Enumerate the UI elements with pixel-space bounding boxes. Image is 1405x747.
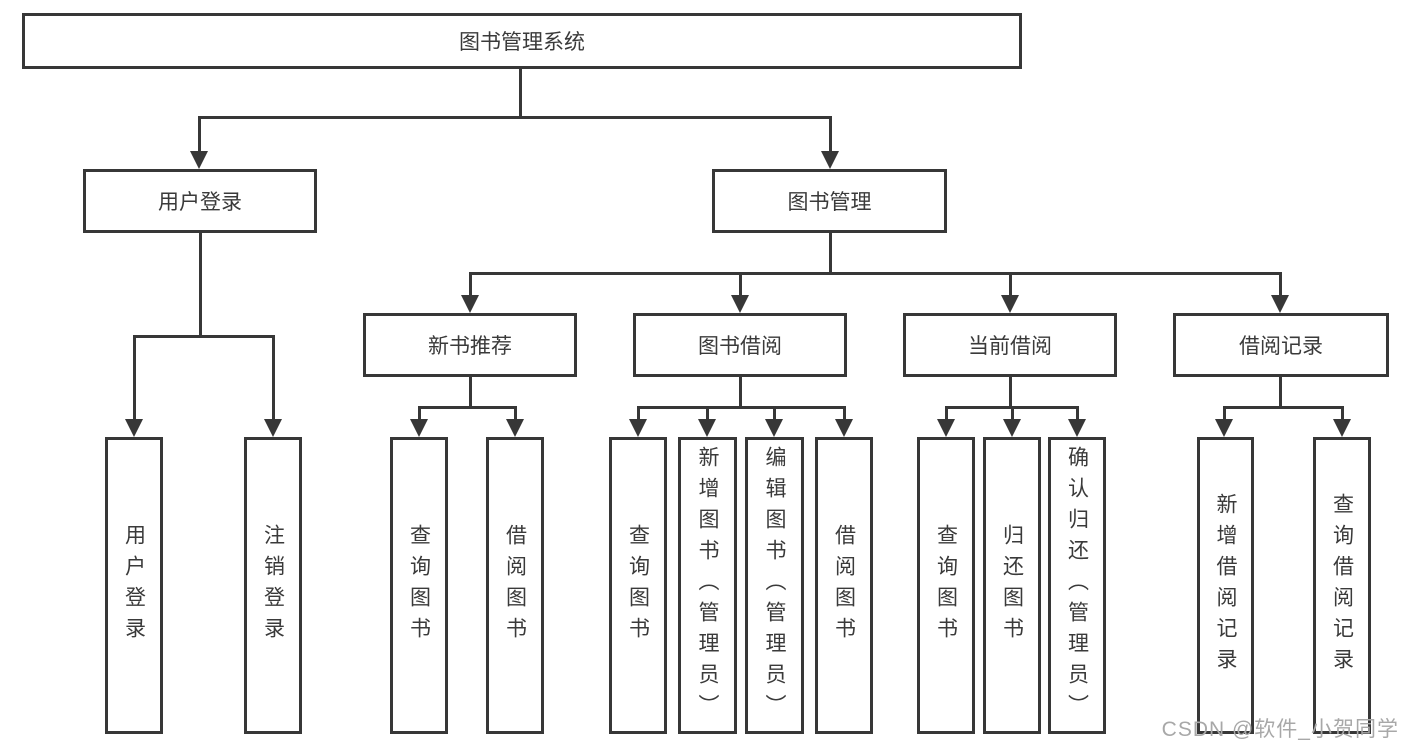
leaf-query-books-3-label: 查询图书 [934,523,958,648]
connector-to-leaf-borrow-books-2 [843,406,846,421]
leaf-query-books-2: 查询图书 [609,437,667,734]
arrowhead-user-login [190,151,208,169]
node-book-management-label: 图书管理 [787,191,872,214]
arrowhead-book-management [821,151,839,169]
connector-current-borrow-stem [1009,377,1012,409]
connector-to-book-borrow [739,272,742,298]
arrowhead-leaf-query-record [1333,419,1351,437]
connector-book-borrow-branch [637,406,846,409]
connector-borrow-records-branch [1223,406,1344,409]
csdn-watermark: CSDN @软件_小贺同学 [1161,718,1399,741]
connector-to-leaf-query-books-1 [418,406,421,421]
node-library-management-system: 图书管理系统 [22,13,1022,69]
leaf-logout: 注销登录 [244,437,302,734]
connector-to-leaf-edit-book [773,406,776,421]
arrowhead-book-borrow [731,295,749,313]
leaf-borrow-books-1-label: 借阅图书 [503,523,527,648]
arrowhead-leaf-add-record [1215,419,1233,437]
connector-to-leaf-query-books-2 [637,406,640,421]
node-book-borrow: 图书借阅 [633,313,847,377]
connector-new-book-recommend-stem [469,377,472,409]
leaf-add-borrow-record: 新增借阅记录 [1197,437,1254,734]
connector-to-user-login [198,116,201,154]
arrowhead-leaf-query-books-2 [629,419,647,437]
leaf-query-borrow-record-label: 查询借阅记录 [1330,492,1354,679]
connector-to-leaf-borrow-books-1 [514,406,517,421]
arrowhead-leaf-user-login [125,419,143,437]
connector-new-book-recommend-branch [418,406,517,409]
connector-root-stem [519,69,522,119]
arrowhead-leaf-logout [264,419,282,437]
arrowhead-leaf-query-books-1 [410,419,428,437]
node-borrow-records-label: 借阅记录 [1239,335,1323,358]
node-user-login: 用户登录 [83,169,317,233]
connector-to-leaf-confirm-return [1076,406,1079,421]
arrowhead-borrow-records [1271,295,1289,313]
arrowhead-leaf-borrow-books-1 [506,419,524,437]
arrowhead-new-book-recommend [461,295,479,313]
leaf-confirm-return-admin-label: 确认归还（管理员） [1065,446,1089,725]
arrowhead-current-borrow [1001,295,1019,313]
leaf-query-books-3: 查询图书 [917,437,975,734]
leaf-edit-book-admin: 编辑图书（管理员） [745,437,804,734]
leaf-query-books-1: 查询图书 [390,437,448,734]
node-book-management: 图书管理 [712,169,947,233]
connector-to-leaf-add-book [706,406,709,421]
arrowhead-leaf-borrow-books-2 [835,419,853,437]
leaf-return-book: 归还图书 [983,437,1041,734]
connector-borrow-records-stem [1279,377,1282,409]
arrowhead-leaf-return-book [1003,419,1021,437]
connector-user-login-branch [133,335,275,338]
connector-book-management-stem [829,233,832,275]
leaf-query-borrow-record: 查询借阅记录 [1313,437,1371,734]
connector-to-leaf-logout [272,335,275,421]
connector-to-leaf-query-record [1341,406,1344,421]
arrowhead-leaf-edit-book [765,419,783,437]
node-borrow-records: 借阅记录 [1173,313,1389,377]
connector-to-book-management [829,116,832,154]
connector-to-new-book-recommend [469,272,472,298]
leaf-add-borrow-record-label: 新增借阅记录 [1214,492,1237,679]
connector-to-leaf-user-login [133,335,136,421]
node-user-login-label: 用户登录 [158,191,242,214]
arrowhead-leaf-add-book [698,419,716,437]
node-current-borrow-label: 当前借阅 [968,335,1052,358]
connector-to-leaf-query-books-3 [945,406,948,421]
leaf-return-book-label: 归还图书 [1000,523,1024,648]
leaf-borrow-books-2-label: 借阅图书 [832,523,856,648]
leaf-user-login-label: 用户登录 [122,523,146,648]
node-book-borrow-label: 图书借阅 [698,335,782,358]
connector-root-branch [198,116,832,119]
leaf-edit-book-admin-label: 编辑图书（管理员） [763,446,786,725]
leaf-add-book-admin-label: 新增图书（管理员） [696,446,719,725]
leaf-logout-label: 注销登录 [261,523,285,648]
leaf-borrow-books-2: 借阅图书 [815,437,873,734]
connector-to-leaf-return-book [1011,406,1014,421]
node-current-borrow: 当前借阅 [903,313,1117,377]
leaf-confirm-return-admin: 确认归还（管理员） [1048,437,1106,734]
node-library-management-system-label: 图书管理系统 [459,31,585,54]
node-new-book-recommend: 新书推荐 [363,313,577,377]
connector-book-management-branch [469,272,1282,275]
leaf-query-books-1-label: 查询图书 [407,523,431,648]
leaf-query-books-2-label: 查询图书 [626,523,650,648]
connector-user-login-stem [199,233,202,338]
connector-to-leaf-add-record [1223,406,1226,421]
connector-to-borrow-records [1279,272,1282,298]
leaf-user-login: 用户登录 [105,437,163,734]
connector-to-current-borrow [1009,272,1012,298]
leaf-borrow-books-1: 借阅图书 [486,437,544,734]
connector-book-borrow-stem [739,377,742,409]
arrowhead-leaf-confirm-return [1068,419,1086,437]
node-new-book-recommend-label: 新书推荐 [428,335,512,358]
leaf-add-book-admin: 新增图书（管理员） [678,437,737,734]
arrowhead-leaf-query-books-3 [937,419,955,437]
